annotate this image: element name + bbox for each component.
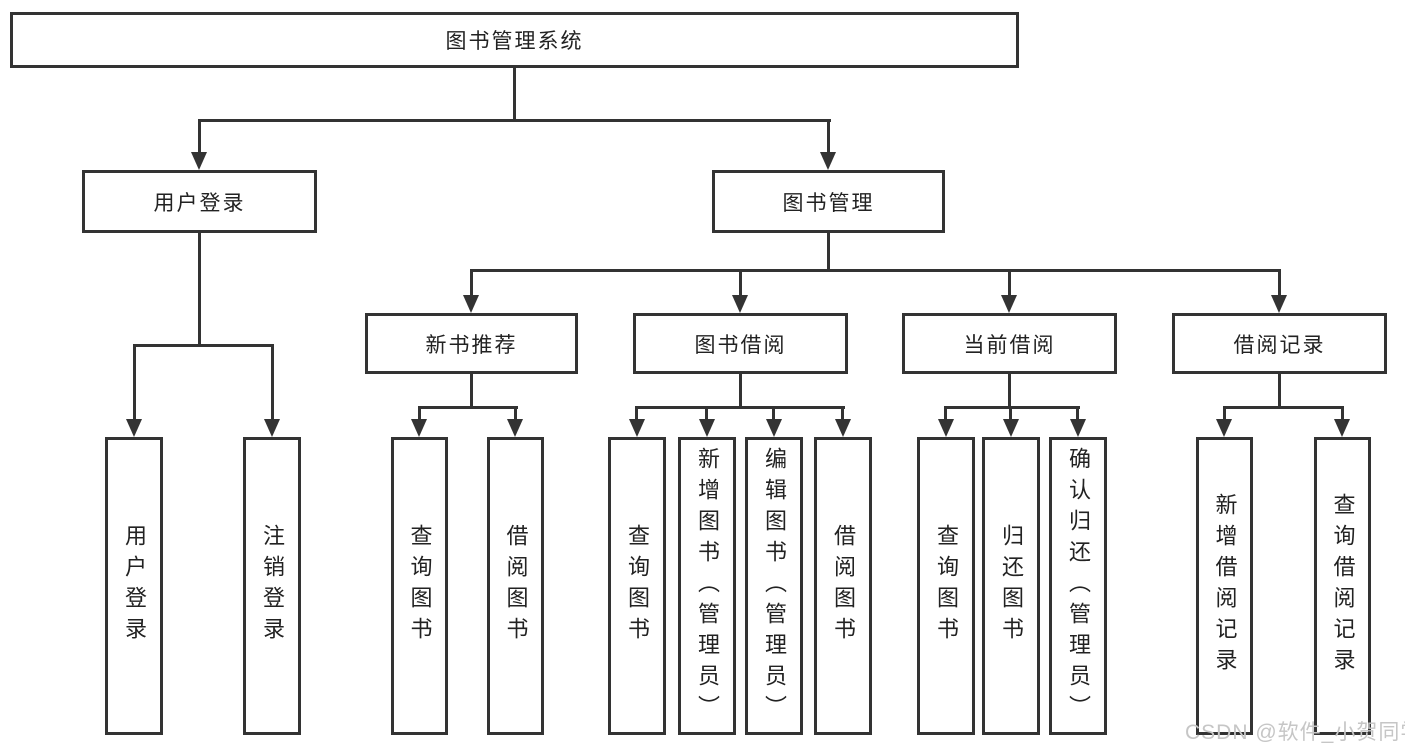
connector-line [513, 68, 516, 121]
leaf-return-book: 归还图书 [982, 437, 1040, 735]
leaf-query-books-borrow-label: 查询图书 [625, 524, 650, 648]
connector-line [271, 344, 274, 421]
node-root: 图书管理系统 [10, 12, 1019, 68]
arrow-down-icon [820, 152, 836, 170]
connector-line [470, 269, 473, 297]
node-borrow-records-label: 借阅记录 [1233, 333, 1326, 357]
node-new-book-recommend: 新书推荐 [365, 313, 578, 374]
connector-line [198, 119, 831, 122]
node-user-login: 用户登录 [82, 170, 317, 233]
connector-line [514, 406, 517, 421]
node-book-borrow: 图书借阅 [633, 313, 848, 374]
connector-line [418, 406, 518, 409]
arrow-down-icon [629, 419, 645, 437]
connector-line [1076, 406, 1079, 421]
node-book-management-label: 图书管理 [782, 191, 875, 215]
connector-line [1008, 269, 1011, 297]
connector-line [841, 406, 844, 421]
connector-line [827, 119, 830, 153]
leaf-add-borrow-record-label: 新增借阅记录 [1212, 493, 1238, 679]
node-new-book-recommend-label: 新书推荐 [425, 333, 518, 357]
connector-line [1223, 406, 1226, 421]
leaf-query-books-current: 查询图书 [917, 437, 975, 735]
arrow-down-icon [1003, 419, 1019, 437]
leaf-add-book-admin: 新增图书（管理员） [678, 437, 736, 735]
connector-line [739, 374, 742, 408]
leaf-add-borrow-record: 新增借阅记录 [1196, 437, 1253, 735]
connector-line [739, 269, 742, 297]
leaf-query-books-recommend: 查询图书 [391, 437, 448, 735]
arrow-down-icon [835, 419, 851, 437]
connector-line [198, 233, 201, 346]
connector-line [1009, 406, 1012, 421]
leaf-edit-book-admin: 编辑图书（管理员） [745, 437, 803, 735]
connector-line [1278, 269, 1281, 297]
node-borrow-records: 借阅记录 [1172, 313, 1387, 374]
leaf-user-login: 用户登录 [105, 437, 163, 735]
arrow-down-icon [1070, 419, 1086, 437]
arrow-down-icon [938, 419, 954, 437]
connector-line [1223, 406, 1344, 409]
connector-line [418, 406, 421, 421]
arrow-down-icon [699, 419, 715, 437]
node-current-borrow: 当前借阅 [902, 313, 1117, 374]
arrow-down-icon [1001, 295, 1017, 313]
connector-line [944, 406, 947, 421]
leaf-logout-label: 注销登录 [260, 524, 285, 648]
leaf-confirm-return-admin: 确认归还（管理员） [1049, 437, 1107, 735]
leaf-edit-book-admin-label: 编辑图书（管理员） [762, 446, 787, 726]
connector-line [635, 406, 638, 421]
connector-line [198, 119, 201, 153]
connector-line [1278, 374, 1281, 408]
arrow-down-icon [411, 419, 427, 437]
arrow-down-icon [463, 295, 479, 313]
arrow-down-icon [766, 419, 782, 437]
leaf-query-borrow-record-label: 查询借阅记录 [1330, 493, 1356, 679]
connector-line [133, 344, 136, 421]
connector-line [470, 269, 1281, 272]
connector-line [470, 374, 473, 408]
connector-line [635, 406, 845, 409]
arrow-down-icon [1271, 295, 1287, 313]
leaf-borrow-books-borrow: 借阅图书 [814, 437, 872, 735]
arrow-down-icon [264, 419, 280, 437]
connector-line [1341, 406, 1344, 421]
arrow-down-icon [1334, 419, 1350, 437]
node-current-borrow-label: 当前借阅 [963, 333, 1056, 357]
leaf-add-book-admin-label: 新增图书（管理员） [695, 446, 720, 726]
connector-line [1008, 374, 1011, 408]
arrow-down-icon [1216, 419, 1232, 437]
node-book-borrow-label: 图书借阅 [694, 333, 787, 357]
node-user-login-label: 用户登录 [153, 191, 246, 215]
watermark: CSDN @软件_小贺同学 [1185, 721, 1405, 744]
node-book-management: 图书管理 [712, 170, 945, 233]
leaf-query-borrow-record: 查询借阅记录 [1314, 437, 1371, 735]
connector-line [705, 406, 708, 421]
arrow-down-icon [191, 152, 207, 170]
leaf-borrow-books-recommend: 借阅图书 [487, 437, 544, 735]
leaf-logout: 注销登录 [243, 437, 301, 735]
leaf-return-book-label: 归还图书 [999, 524, 1024, 648]
leaf-query-books-recommend-label: 查询图书 [407, 524, 433, 648]
leaf-borrow-books-borrow-label: 借阅图书 [831, 524, 856, 648]
leaf-borrow-books-recommend-label: 借阅图书 [503, 524, 529, 648]
arrow-down-icon [732, 295, 748, 313]
leaf-query-books-borrow: 查询图书 [608, 437, 666, 735]
connector-line [133, 344, 274, 347]
leaf-confirm-return-admin-label: 确认归还（管理员） [1066, 446, 1091, 726]
node-root-label: 图书管理系统 [445, 30, 584, 53]
arrow-down-icon [507, 419, 523, 437]
arrow-down-icon [126, 419, 142, 437]
connector-line [944, 406, 1080, 409]
leaf-query-books-current-label: 查询图书 [934, 524, 959, 648]
leaf-user-login-label: 用户登录 [122, 524, 147, 648]
connector-line [772, 406, 775, 421]
connector-line [827, 233, 830, 271]
